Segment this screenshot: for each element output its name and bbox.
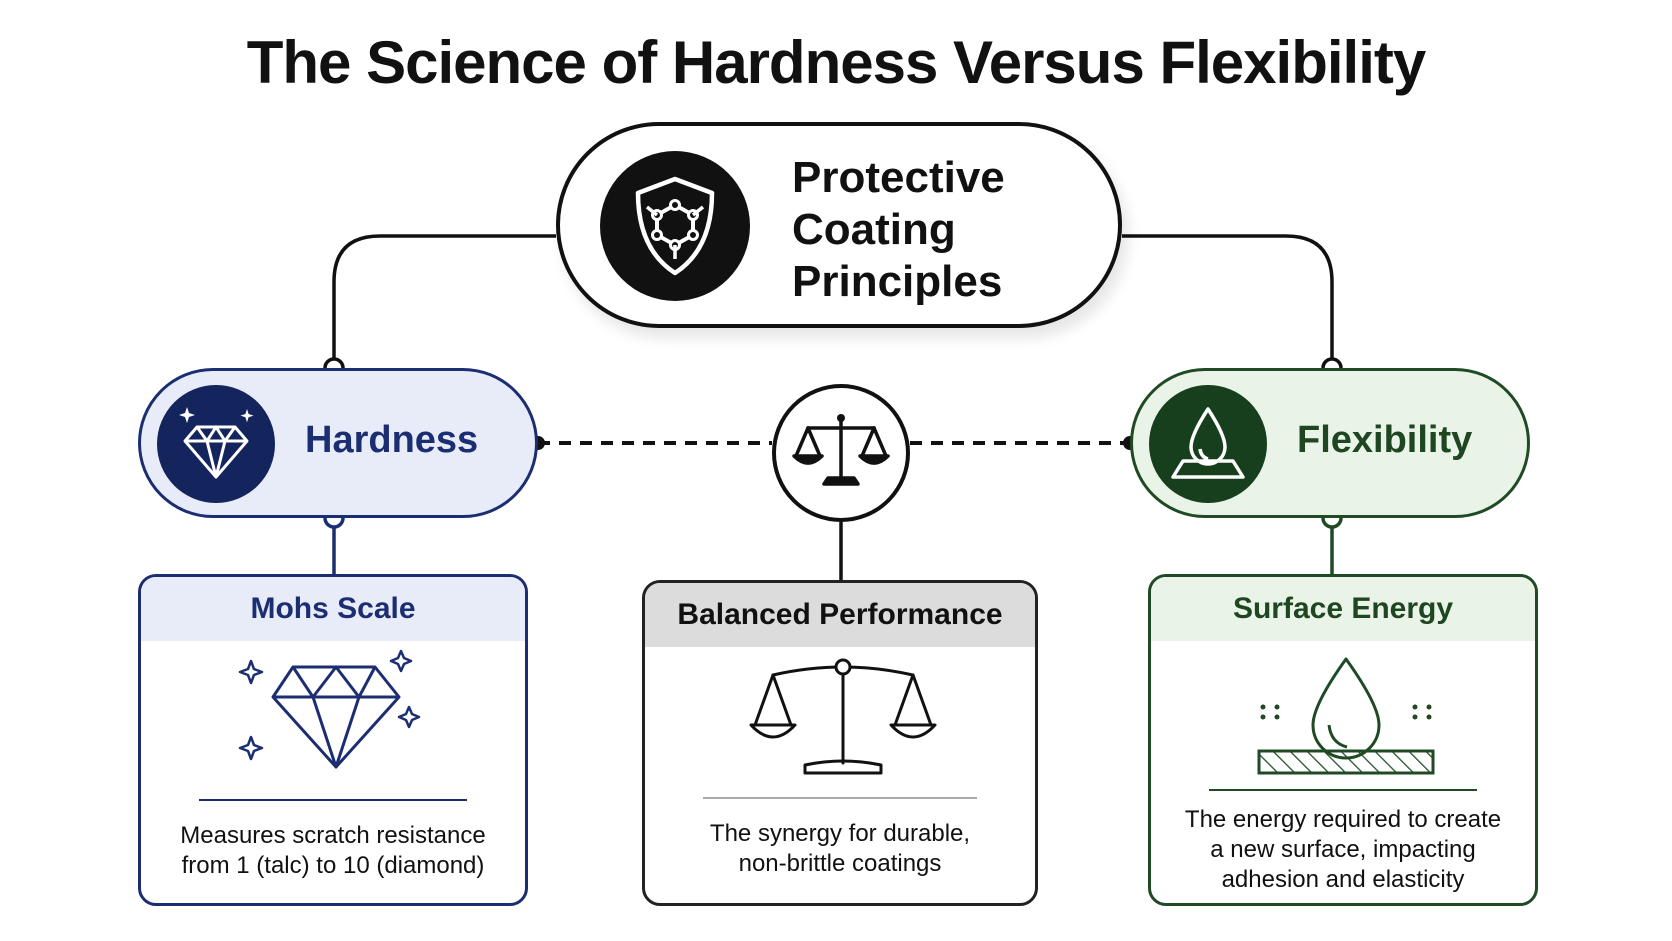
card-divider [703,797,977,799]
balance-node [772,384,910,522]
shield-molecule-icon [600,151,750,301]
droplet-on-surface-icon [1151,647,1535,797]
hardness-node: Hardness [138,368,538,518]
balanced-performance-card: Balanced Performance The synergy for dur… [642,580,1038,906]
balance-scale-icon [645,653,1035,803]
description-line: adhesion and elasticity [1221,866,1465,893]
page-title: The Science of Hardness Versus Flexibili… [246,29,1426,96]
center-label-line: Principles [792,257,1003,306]
center-label-line: Protective [792,153,1005,202]
center-node: Protective Coating Principles [556,122,1122,328]
balanced-performance-title: Balanced Performance [645,583,1035,647]
surface-energy-title: Surface Energy [1151,577,1535,641]
balance-scale-icon [792,414,890,486]
droplet-surface-icon [1149,385,1267,503]
description-line: from 1 (talc) to 10 (diamond) [181,852,485,879]
connector-center-to-hardness [332,234,556,368]
balanced-performance-description: The synergy for durable, non-brittle coa… [659,819,1021,879]
mohs-scale-description: Measures scratch resistance from 1 (talc… [155,821,511,881]
description-line: Measures scratch resistance [180,822,486,849]
flexibility-label: Flexibility [1297,419,1473,461]
diamond-sparkle-icon [157,385,275,503]
card-divider [1209,789,1477,791]
surface-energy-description: The energy required to create a new surf… [1165,805,1521,895]
card-divider [199,799,467,801]
center-node-label: Protective Coating Principles [792,152,1102,308]
mohs-scale-title: Mohs Scale [141,577,525,641]
mohs-scale-card: Mohs Scale Measures scratch resistance f… [138,574,528,906]
hardness-label: Hardness [305,419,479,461]
surface-energy-card: Surface Energy The energy required to cr… [1148,574,1538,906]
connector-center-to-flexibility [1122,234,1334,368]
center-label-line: Coating [792,205,956,254]
flexibility-node: Flexibility [1130,368,1530,518]
diamond-icon [141,647,525,797]
description-line: non-brittle coatings [738,850,942,877]
description-line: a new surface, impacting [1210,836,1476,863]
description-line: The energy required to create [1184,806,1502,833]
description-line: The synergy for durable, [709,820,971,847]
